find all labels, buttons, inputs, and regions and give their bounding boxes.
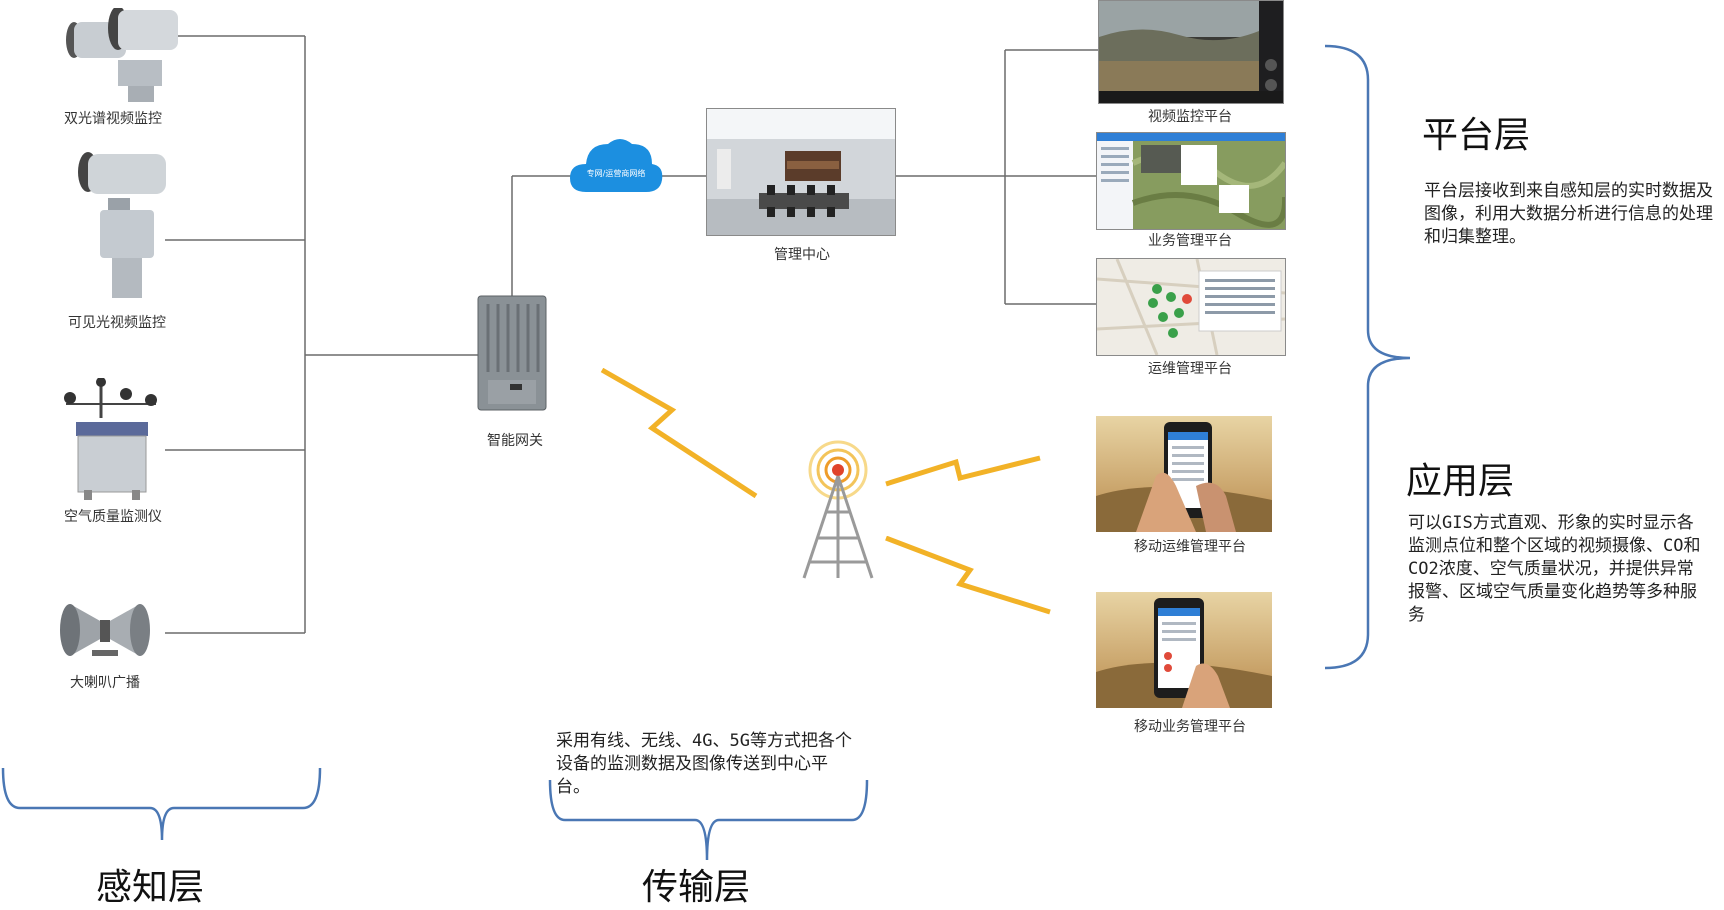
signal-tower-icon — [796, 438, 880, 580]
management-center-label: 管理中心 — [774, 247, 830, 263]
cloud-icon — [568, 132, 664, 196]
app-label: 移动业务管理平台 — [1134, 719, 1246, 735]
device-label: 可见光视频监控 — [68, 315, 166, 331]
device-label: 空气质量监测仪 — [64, 509, 162, 525]
platform-label: 视频监控平台 — [1148, 109, 1232, 125]
application-layer-title: 应用层 — [1406, 461, 1515, 502]
management-center-image — [706, 108, 896, 236]
dual-spectrum-camera-icon — [38, 6, 178, 104]
application-layer-description: 可以GIS方式直观、形象的实时显示各监测点位和整个区域的视频摄像、CO和CO2浓… — [1408, 513, 1701, 625]
video-monitoring-screenshot — [1098, 0, 1284, 104]
transmission-layer-title: 传输层 — [642, 867, 751, 908]
platform-layer-title: 平台层 — [1422, 115, 1531, 156]
device-label: 大喇叭广播 — [70, 675, 140, 691]
smart-gateway-icon — [474, 294, 550, 412]
app-label: 移动运维管理平台 — [1134, 539, 1246, 555]
loudspeaker-icon — [50, 598, 160, 664]
operations-management-screenshot — [1096, 258, 1286, 356]
mobile-operations-app-image — [1096, 416, 1272, 532]
transmission-description: 采用有线、无线、4G、5G等方式把各个设备的监测数据及图像传送到中心平台。 — [556, 731, 852, 797]
air-quality-monitor-icon — [56, 377, 166, 500]
visible-light-camera-icon — [60, 148, 170, 300]
cloud-label: 专网/运营商网络 — [586, 169, 646, 178]
device-label: 双光谱视频监控 — [64, 111, 162, 127]
mobile-business-app-image — [1096, 592, 1272, 708]
perception-layer-title: 感知层 — [96, 867, 205, 908]
business-management-screenshot — [1096, 132, 1286, 230]
layer-braces — [1, 44, 1411, 861]
lightning-icon — [885, 455, 1041, 487]
lightning-icon — [885, 536, 1051, 615]
lightning-icon — [600, 368, 758, 499]
platform-layer-description: 平台层接收到来自感知层的实时数据及图像，利用大数据分析进行信息的处理和归集整理。 — [1424, 181, 1713, 247]
platform-label: 业务管理平台 — [1148, 233, 1232, 249]
platform-label: 运维管理平台 — [1148, 361, 1232, 377]
gateway-label: 智能网关 — [487, 433, 543, 449]
